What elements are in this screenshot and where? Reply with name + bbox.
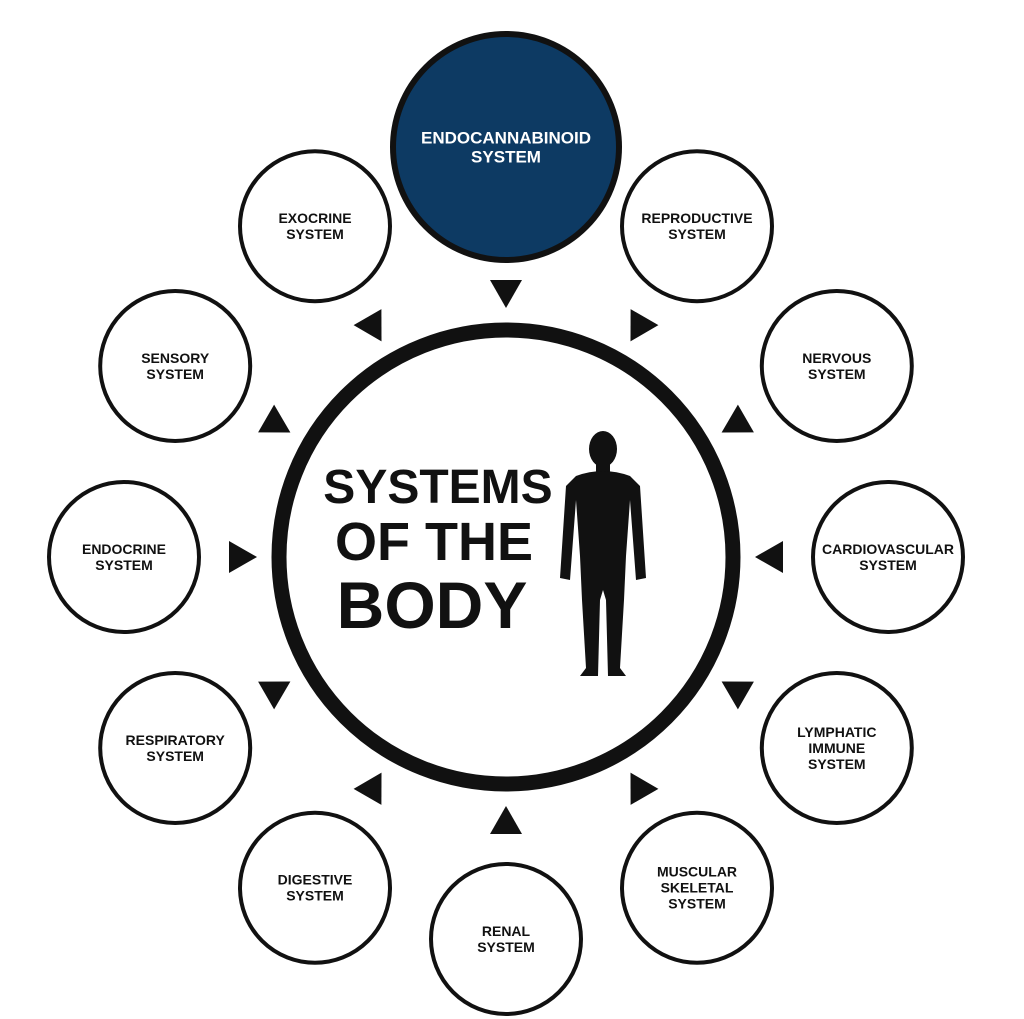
node-label-nervous-line-2: SYSTEM [808, 366, 866, 382]
node-circle-respiratory [98, 671, 253, 825]
node-label-lymphatic-immune-line-3: SYSTEM [808, 756, 866, 772]
node-label-reproductive-line-1: REPRODUCTIVE [641, 210, 752, 226]
node-label-renal-line-1: RENAL [482, 923, 531, 939]
node-label-muscular-skeletal-line-1: MUSCULAR [657, 864, 737, 880]
node-label-sensory-line-2: SYSTEM [146, 366, 204, 382]
arrow-renal-icon [490, 806, 522, 834]
node-circle-renal [429, 862, 583, 1016]
node-label-cardiovascular-line-2: SYSTEM [859, 557, 917, 573]
node-circle-reproductive [620, 149, 774, 304]
arrows-layer [229, 280, 783, 834]
node-label-cardiovascular-line-1: CARDIOVASCULAR [822, 541, 954, 557]
node-label-lymphatic-immune-line-2: IMMUNE [808, 740, 865, 756]
node-label-muscular-skeletal-line-3: SYSTEM [668, 896, 726, 912]
node-label-endocannabinoid-line-1: ENDOCANNABINOID [421, 128, 591, 147]
node-circle-exocrine [238, 149, 392, 304]
human-figure-icon [560, 431, 646, 676]
arrow-exocrine-icon [353, 309, 382, 342]
arrow-sensory-icon [258, 404, 291, 433]
arrow-respiratory-icon [258, 681, 291, 710]
node-circle-sensory [98, 289, 253, 443]
center-title-line-3: BODY [337, 568, 528, 642]
center-hub: SYSTEMS OF THE BODY [271, 322, 741, 792]
node-label-exocrine-line-2: SYSTEM [286, 226, 344, 242]
node-label-muscular-skeletal-line-2: SKELETAL [661, 880, 734, 896]
node-circle-digestive [238, 810, 392, 965]
node-label-nervous-line-1: NERVOUS [802, 350, 871, 366]
node-label-exocrine-line-1: EXOCRINE [278, 210, 351, 226]
arrow-lymphatic-immune-icon [721, 681, 754, 710]
center-title-line-2: OF THE [335, 512, 533, 572]
arrow-nervous-icon [721, 404, 754, 433]
arrow-cardiovascular-icon [755, 541, 783, 573]
node-label-sensory-line-1: SENSORY [141, 350, 210, 366]
node-label-reproductive-line-2: SYSTEM [668, 226, 726, 242]
node-label-digestive-line-2: SYSTEM [286, 888, 344, 904]
node-circle-endocannabinoid [390, 31, 622, 263]
node-label-endocrine-line-2: SYSTEM [95, 557, 153, 573]
arrow-reproductive-icon [630, 309, 659, 342]
node-circle-nervous [759, 289, 914, 443]
node-label-renal-line-2: SYSTEM [477, 939, 535, 955]
node-label-respiratory-line-2: SYSTEM [146, 748, 204, 764]
node-circle-endocrine [47, 480, 201, 634]
center-title-line-1: SYSTEMS [323, 461, 552, 514]
nodes-layer: ENDOCANNABINOIDSYSTEMREPRODUCTIVESYSTEMN… [47, 31, 965, 1016]
node-label-endocrine-line-1: ENDOCRINE [82, 541, 166, 557]
node-circle-muscular-skeletal [620, 810, 774, 965]
node-label-lymphatic-immune-line-1: LYMPHATIC [797, 724, 876, 740]
node-circle-lymphatic-immune [759, 671, 914, 825]
node-label-endocannabinoid-line-2: SYSTEM [471, 147, 541, 166]
node-circle-cardiovascular [811, 480, 965, 634]
arrow-endocrine-icon [229, 541, 257, 573]
arrow-endocannabinoid-icon [490, 280, 522, 308]
arrow-digestive-icon [353, 772, 382, 805]
node-label-respiratory-line-1: RESPIRATORY [126, 732, 226, 748]
arrow-muscular-skeletal-icon [630, 772, 659, 805]
node-label-digestive-line-1: DIGESTIVE [278, 872, 353, 888]
